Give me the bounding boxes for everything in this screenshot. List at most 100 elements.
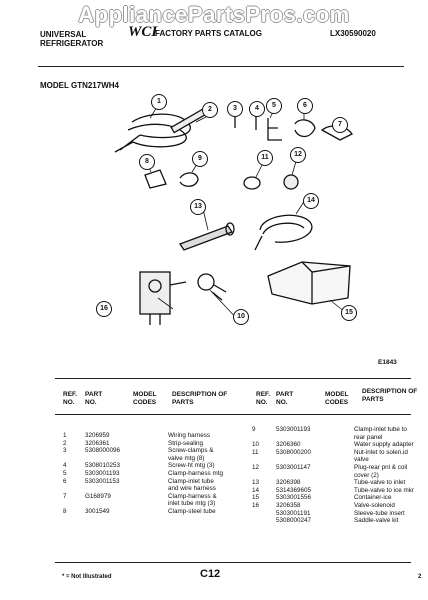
cell-desc: Tube-valve to inlet [354, 479, 406, 487]
cell-ref: 11 [252, 448, 259, 456]
col-header-model-right: MODEL CODES [325, 391, 349, 406]
cell-ref: 16 [252, 501, 260, 509]
table-row: valve mtg (8) [60, 455, 250, 463]
figure-number: E1843 [378, 359, 397, 366]
table-row: inlet tube mtg (3) [60, 500, 250, 508]
cell-part: 3206358 [276, 501, 301, 509]
callout-11: 11 [257, 150, 273, 166]
table-bottom-rule [55, 562, 411, 563]
brand-line-1: UNIVERSAL [40, 30, 87, 39]
cell-part: 5308000247 [276, 517, 312, 525]
callout-6: 6 [297, 98, 313, 114]
cell-part: 3206361 [85, 439, 110, 447]
cell-ref: 9 [252, 426, 256, 433]
table-row: 5308000247 Saddle-valve kit [249, 517, 424, 525]
callout-1: 1 [151, 94, 167, 110]
cell-part: G168979 [85, 492, 111, 500]
col-header-ref: REF. NO. [63, 391, 78, 406]
page-number-right: 2 [418, 574, 422, 580]
valve-inlet-tube-part [179, 222, 235, 251]
model-label: MODEL GTN217WH4 [40, 81, 119, 90]
cell-desc: Tube-valve to ice mkr [354, 486, 414, 494]
cell-ref: 1 [63, 432, 67, 439]
cell-desc: Valve-solenoid [354, 501, 395, 509]
cell-desc: Clamp-inlet tube to [354, 426, 407, 433]
col-header-desc: DESCRIPTION OF PARTS [172, 391, 228, 406]
table-row: 15 5303001556 Container-ice [249, 494, 424, 502]
callout-2: 2 [202, 102, 218, 118]
cell-desc: Container-ice [354, 494, 392, 502]
col-header-desc-right: DESCRIPTION OF PARTS [362, 388, 418, 403]
cell-ref: 3 [63, 447, 67, 455]
col-header-part: PART NO. [85, 391, 103, 406]
cell-part: 5308000096 [85, 447, 121, 455]
cell-desc: Screw-clamps & [168, 447, 214, 455]
cell-ref: 2 [63, 439, 67, 447]
table-top-rule [55, 378, 411, 379]
cell-desc: Nut-inlet to solen.id [354, 448, 408, 456]
cell-ref: 7 [63, 492, 67, 500]
cell-desc: Strip-sealing [168, 439, 203, 447]
cell-desc: valve mtg (8) [168, 454, 205, 462]
table-row: valve [249, 456, 424, 464]
cell-desc: inlet tube mtg (3) [168, 500, 216, 508]
cell-desc: Screw-ht mtg (3) [168, 462, 215, 470]
cell-desc: valve [354, 456, 369, 464]
table-row: 11 5308000200 Nut-inlet to solen.id [249, 449, 424, 457]
cell-part: 3001549 [85, 507, 110, 515]
catalog-title: FACTORY PARTS CATALOG [155, 29, 262, 38]
callout-5: 5 [266, 98, 282, 114]
cell-part: 5303001193 [85, 469, 120, 477]
cell-ref: 8 [63, 507, 67, 515]
cell-ref: 15 [252, 494, 260, 502]
footnote: * = Not Illustrated [62, 574, 112, 580]
table-row: 16 3206358 Valve-solenoid [249, 502, 424, 510]
rear-panel-clamp-part [179, 172, 199, 187]
callout-10: 10 [233, 309, 249, 325]
table-row: and wire harness [60, 485, 250, 493]
wiring-harness-part [114, 113, 191, 153]
cell-desc: Clamp-harness mtg [168, 469, 223, 477]
cell-desc: Plug-rear pnl & coil [354, 463, 408, 471]
table-row: 2 3206361 Strip-sealing [60, 440, 250, 448]
col-header-model: MODEL CODES [133, 391, 157, 406]
cell-ref: 5 [63, 469, 67, 477]
cell-part: 5314369605 [276, 486, 312, 494]
table-row: 5 5303001193 Clamp-harness mtg [60, 470, 250, 478]
catalog-number: LX30590020 [330, 29, 376, 38]
callout-4: 4 [249, 101, 265, 117]
cell-desc: and wire harness [168, 485, 216, 493]
cell-desc: Sleeve-tube insert [354, 509, 405, 517]
cell-ref: 6 [63, 477, 67, 485]
steel-tube-clamp-part [144, 169, 167, 189]
cell-desc: rear panel [354, 433, 383, 441]
table-row: cover (2) [249, 472, 424, 480]
col-header-ref-right: REF. NO. [256, 391, 271, 406]
watermark-text: AppliancePartsPros.com [78, 2, 350, 27]
inlet-clamp-part [294, 119, 316, 138]
cell-part: 5303001556 [276, 494, 312, 502]
cell-part: 5308000200 [276, 448, 312, 456]
cell-part: 3206398 [276, 479, 301, 487]
col-header-part-right: PART NO. [276, 391, 294, 406]
callout-8: 8 [139, 154, 155, 170]
callout-15: 15 [341, 305, 357, 321]
cell-desc: Clamp-inlet tube [168, 477, 214, 485]
callout-9: 9 [192, 151, 208, 167]
solenoid-valve-part [139, 271, 187, 325]
ice-container-part [267, 261, 351, 305]
cell-desc: Saddle-valve kit [354, 517, 399, 525]
table-row: 3 5308000096 Screw-clamps & [60, 447, 250, 455]
